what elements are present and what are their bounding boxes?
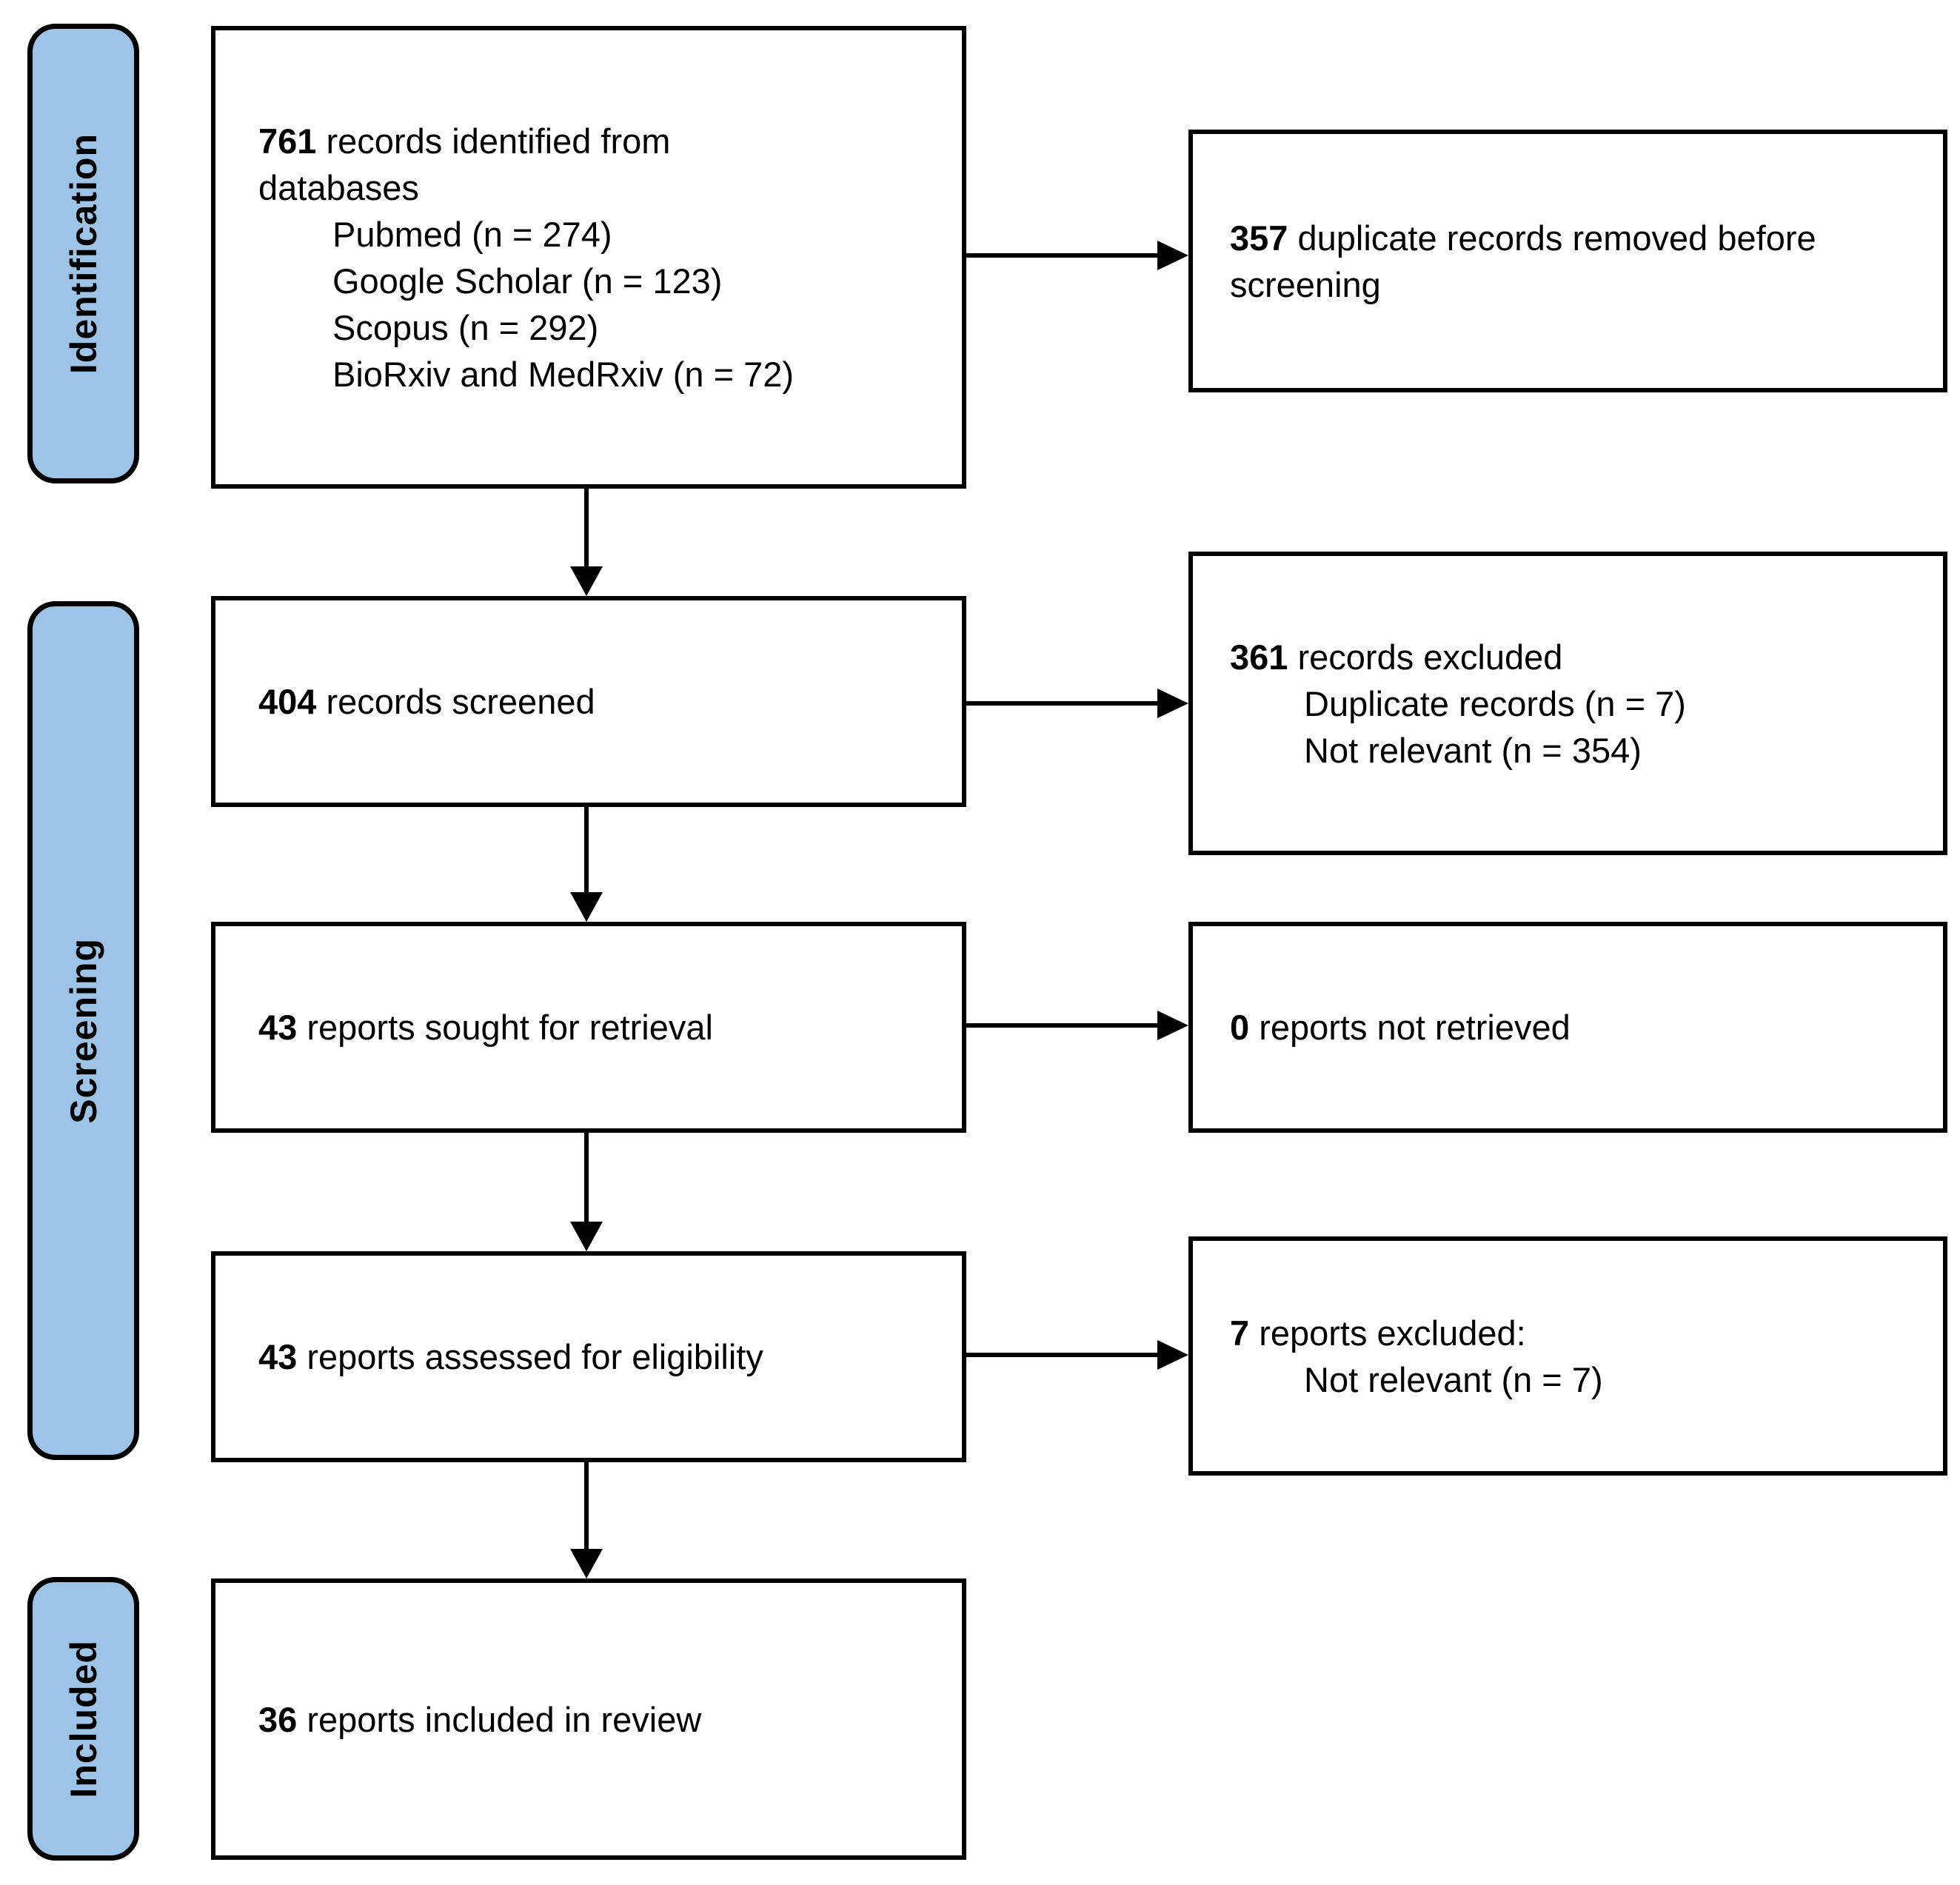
arrow-assessed-to-included [570, 1462, 603, 1578]
arrow-line [584, 1133, 589, 1222]
arrow-assessed-to-reports-excluded [966, 1340, 1188, 1370]
arrow-line [584, 489, 589, 566]
duplicates-removed-count: 357 [1230, 218, 1288, 258]
records-identified-count: 761 [258, 121, 317, 161]
database-item-pubmed: Pubmed (n = 274) [332, 214, 612, 254]
arrow-line [966, 1353, 1159, 1357]
duplicates-removed-text: 357 duplicate records removed before scr… [1230, 218, 1816, 304]
reports-excluded-text: 7 reports excluded: [1230, 1313, 1526, 1353]
excluded-item-duplicates: Duplicate records (n = 7) [1304, 683, 1686, 723]
reports-assessed-count: 43 [258, 1337, 298, 1376]
database-item-scopus: Scopus (n = 292) [332, 307, 599, 347]
stage-label-included: Included [62, 1639, 104, 1798]
arrow-identified-to-screened [570, 489, 603, 596]
stage-tab-screening: Screening [27, 601, 139, 1460]
box-records-excluded: 361 records excluded Duplicate records (… [1188, 552, 1947, 855]
arrow-line [966, 253, 1159, 258]
arrowhead-down-icon [570, 1549, 603, 1578]
reports-excluded-item-not-relevant: Not relevant (n = 7) [1304, 1359, 1603, 1399]
arrow-sought-to-not-retrieved [966, 1011, 1188, 1040]
box-reports-included: 36 reports included in review [211, 1578, 966, 1860]
arrowhead-down-icon [570, 566, 603, 596]
arrowhead-right-icon [1157, 689, 1188, 718]
database-item-biorxiv-medrxiv: BioRxiv and MedRxiv (n = 72) [332, 354, 795, 394]
stage-tab-included: Included [27, 1577, 139, 1861]
records-identified-text: 761 records identified from databases [258, 121, 671, 207]
arrow-line [966, 1023, 1159, 1028]
arrow-identified-to-duplicates-removed [966, 241, 1188, 270]
arrow-line [966, 701, 1159, 706]
box-reports-not-retrieved: 0 reports not retrieved [1188, 922, 1947, 1133]
reports-excluded-count: 7 [1230, 1313, 1250, 1353]
reports-included-text: 36 reports included in review [258, 1699, 702, 1739]
reports-sought-text: 43 reports sought for retrieval [258, 1008, 713, 1047]
stage-label-identification: Identification [62, 133, 104, 375]
arrow-screened-to-sought [570, 807, 603, 922]
reports-sought-count: 43 [258, 1008, 298, 1047]
records-excluded-text: 361 records excluded [1230, 637, 1563, 677]
excluded-item-not-relevant: Not relevant (n = 354) [1304, 730, 1642, 770]
arrowhead-right-icon [1157, 1011, 1188, 1040]
stage-tab-identification: Identification [27, 24, 139, 483]
arrowhead-down-icon [570, 1222, 603, 1251]
box-reports-sought: 43 reports sought for retrieval [211, 922, 966, 1133]
box-duplicates-removed: 357 duplicate records removed before scr… [1188, 130, 1947, 392]
box-records-screened: 404 records screened [211, 596, 966, 807]
arrowhead-right-icon [1157, 1340, 1188, 1370]
database-item-google-scholar: Google Scholar (n = 123) [332, 261, 723, 301]
arrowhead-down-icon [570, 892, 603, 922]
box-reports-assessed: 43 reports assessed for eligibility [211, 1251, 966, 1462]
records-screened-text: 404 records screened [258, 682, 595, 721]
arrow-line [584, 807, 589, 892]
records-excluded-count: 361 [1230, 637, 1288, 677]
arrowhead-right-icon [1157, 241, 1188, 270]
arrow-screened-to-records-excluded [966, 689, 1188, 718]
reports-assessed-text: 43 reports assessed for eligibility [258, 1337, 763, 1376]
box-records-identified: 761 records identified from databases Pu… [211, 26, 966, 489]
box-reports-excluded: 7 reports excluded: Not relevant (n = 7) [1188, 1236, 1947, 1476]
reports-included-count: 36 [258, 1699, 298, 1739]
arrow-sought-to-assessed [570, 1133, 603, 1251]
not-retrieved-text: 0 reports not retrieved [1230, 1008, 1571, 1047]
stage-label-screening: Screening [62, 937, 104, 1124]
not-retrieved-count: 0 [1230, 1008, 1250, 1047]
arrow-line [584, 1462, 589, 1549]
records-screened-count: 404 [258, 682, 317, 721]
